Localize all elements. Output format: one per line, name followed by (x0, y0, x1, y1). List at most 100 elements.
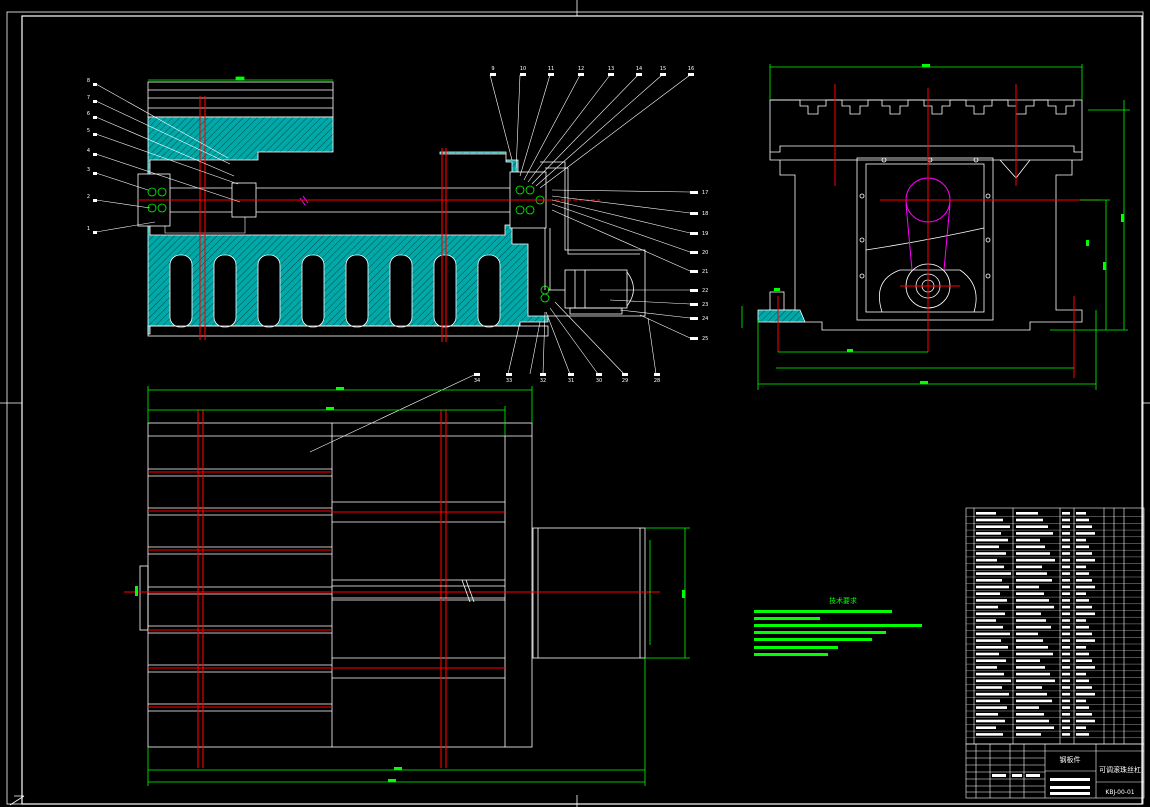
parts-row-text-block (1076, 538, 1086, 542)
parts-row-text-block (1076, 512, 1086, 515)
parts-row-text-block (976, 686, 1002, 689)
parts-row-text-block (976, 518, 1003, 522)
callout-number: 25 (702, 336, 708, 342)
callout-number: 24 (702, 316, 708, 322)
parts-row-text-block (1016, 719, 1049, 723)
parts-row-text-block (1062, 512, 1070, 515)
parts-row-text-block (1016, 625, 1051, 629)
parts-list (965, 507, 1145, 745)
parts-row-text-block (976, 679, 1011, 683)
parts-row-text-block (976, 552, 1006, 555)
parts-row-text-block (1076, 572, 1089, 575)
parts-row-text-block (976, 585, 1009, 589)
parts-row-text-block (1016, 713, 1044, 716)
callout-number: 2 (87, 194, 90, 200)
parts-row-text-block (1062, 679, 1070, 683)
parts-row-text-block (976, 625, 1003, 629)
parts-row-text-block (1016, 686, 1042, 689)
callout-number: 5 (87, 128, 90, 134)
bearing-left (147, 187, 167, 213)
callout-number: 14 (636, 66, 642, 72)
callout-number: 16 (688, 66, 694, 72)
callout-number: 7 (87, 95, 90, 101)
parts-row-text-block (1062, 565, 1070, 569)
parts-row-text-block (1076, 733, 1089, 736)
parts-row-text-block (1076, 585, 1095, 589)
parts-row-text-block (1076, 558, 1095, 562)
parts-row-text-block (1076, 666, 1095, 669)
parts-row-text-block (1016, 579, 1052, 582)
parts-row-text-block (1062, 726, 1070, 729)
parts-row-text-block (1076, 699, 1086, 703)
parts-row-text-block (1016, 699, 1052, 703)
parts-row-text-block (976, 646, 1008, 649)
rib-openings (169, 254, 501, 328)
parts-row-text-block (976, 579, 1002, 582)
callout-number: 21 (702, 269, 708, 275)
parts-row-text-block (1062, 612, 1070, 616)
callout-number: 22 (702, 288, 708, 294)
parts-row-text-block (976, 706, 1007, 709)
parts-row-text-block (976, 672, 1004, 676)
parts-row-text-block (1076, 552, 1092, 555)
callout-number: 10 (520, 66, 526, 72)
parts-row-text-block (1062, 646, 1070, 649)
callout-number: 6 (87, 111, 90, 117)
title-block: 钢板件 可调滚珠丝杠 KBJ-00-01 (965, 743, 1145, 799)
parts-row-text-block (1016, 619, 1046, 622)
parts-row-text-block (1016, 632, 1038, 636)
parts-row-text-block (1076, 672, 1086, 676)
parts-row-text-block (1062, 558, 1070, 562)
callout-number: 31 (568, 378, 574, 384)
parts-row-text-block (1016, 639, 1043, 642)
parts-row-text-block (976, 639, 1001, 642)
parts-row-text-block (1016, 672, 1050, 676)
parts-row-text-block (1076, 619, 1086, 622)
parts-row-text-block (1062, 733, 1070, 736)
callout-number: 3 (87, 167, 90, 173)
parts-row-text-block (1016, 585, 1039, 589)
parts-row-text-block (976, 733, 1003, 736)
callout-number: 29 (622, 378, 628, 384)
parts-row-text-block (1076, 605, 1092, 609)
parts-row-text-block (1016, 679, 1055, 683)
side-view (741, 64, 1130, 390)
parts-row-text-block (1062, 719, 1070, 723)
parts-row-text-block (1076, 706, 1089, 709)
callout-number: 23 (702, 302, 708, 308)
parts-row-text-block (1076, 639, 1095, 642)
parts-row-text-block (976, 558, 997, 562)
callout-number: 4 (87, 148, 90, 154)
parts-row-text-block (1076, 545, 1089, 549)
parts-row-text-block (1076, 713, 1092, 716)
parts-row-text-block (1062, 672, 1070, 676)
parts-row-text-block (1076, 525, 1092, 528)
parts-row-text-block (1016, 552, 1050, 555)
parts-row-text-block (1076, 599, 1089, 602)
parts-list-rows (966, 512, 1144, 738)
callout-number: 12 (578, 66, 584, 72)
parts-row-text-block (1076, 646, 1086, 649)
plan-ribs (148, 468, 332, 712)
parts-row-text-block (1062, 592, 1070, 595)
callout-number: 1 (87, 226, 90, 232)
parts-row-text-block (1062, 713, 1070, 716)
parts-row-text-block (976, 605, 998, 609)
parts-row-text-block (1062, 706, 1070, 709)
parts-row-text-block (1016, 525, 1048, 528)
parts-row-text-block (976, 525, 1010, 528)
callout-number: 30 (596, 378, 602, 384)
parts-row-text-block (976, 632, 1010, 636)
parts-row-text-block (1076, 632, 1092, 636)
parts-row-text-block (976, 565, 1004, 569)
parts-row-text-block (1016, 733, 1041, 736)
parts-row-text-block (976, 512, 996, 515)
parts-row-text-block (1062, 619, 1070, 622)
parts-row-text-block (976, 545, 999, 549)
parts-row-text-block (1016, 612, 1041, 616)
parts-row-text-block (1076, 625, 1089, 629)
title-block-drawing-title: 可调滚珠丝杠 (1099, 765, 1141, 774)
callout-number: 19 (702, 231, 708, 237)
